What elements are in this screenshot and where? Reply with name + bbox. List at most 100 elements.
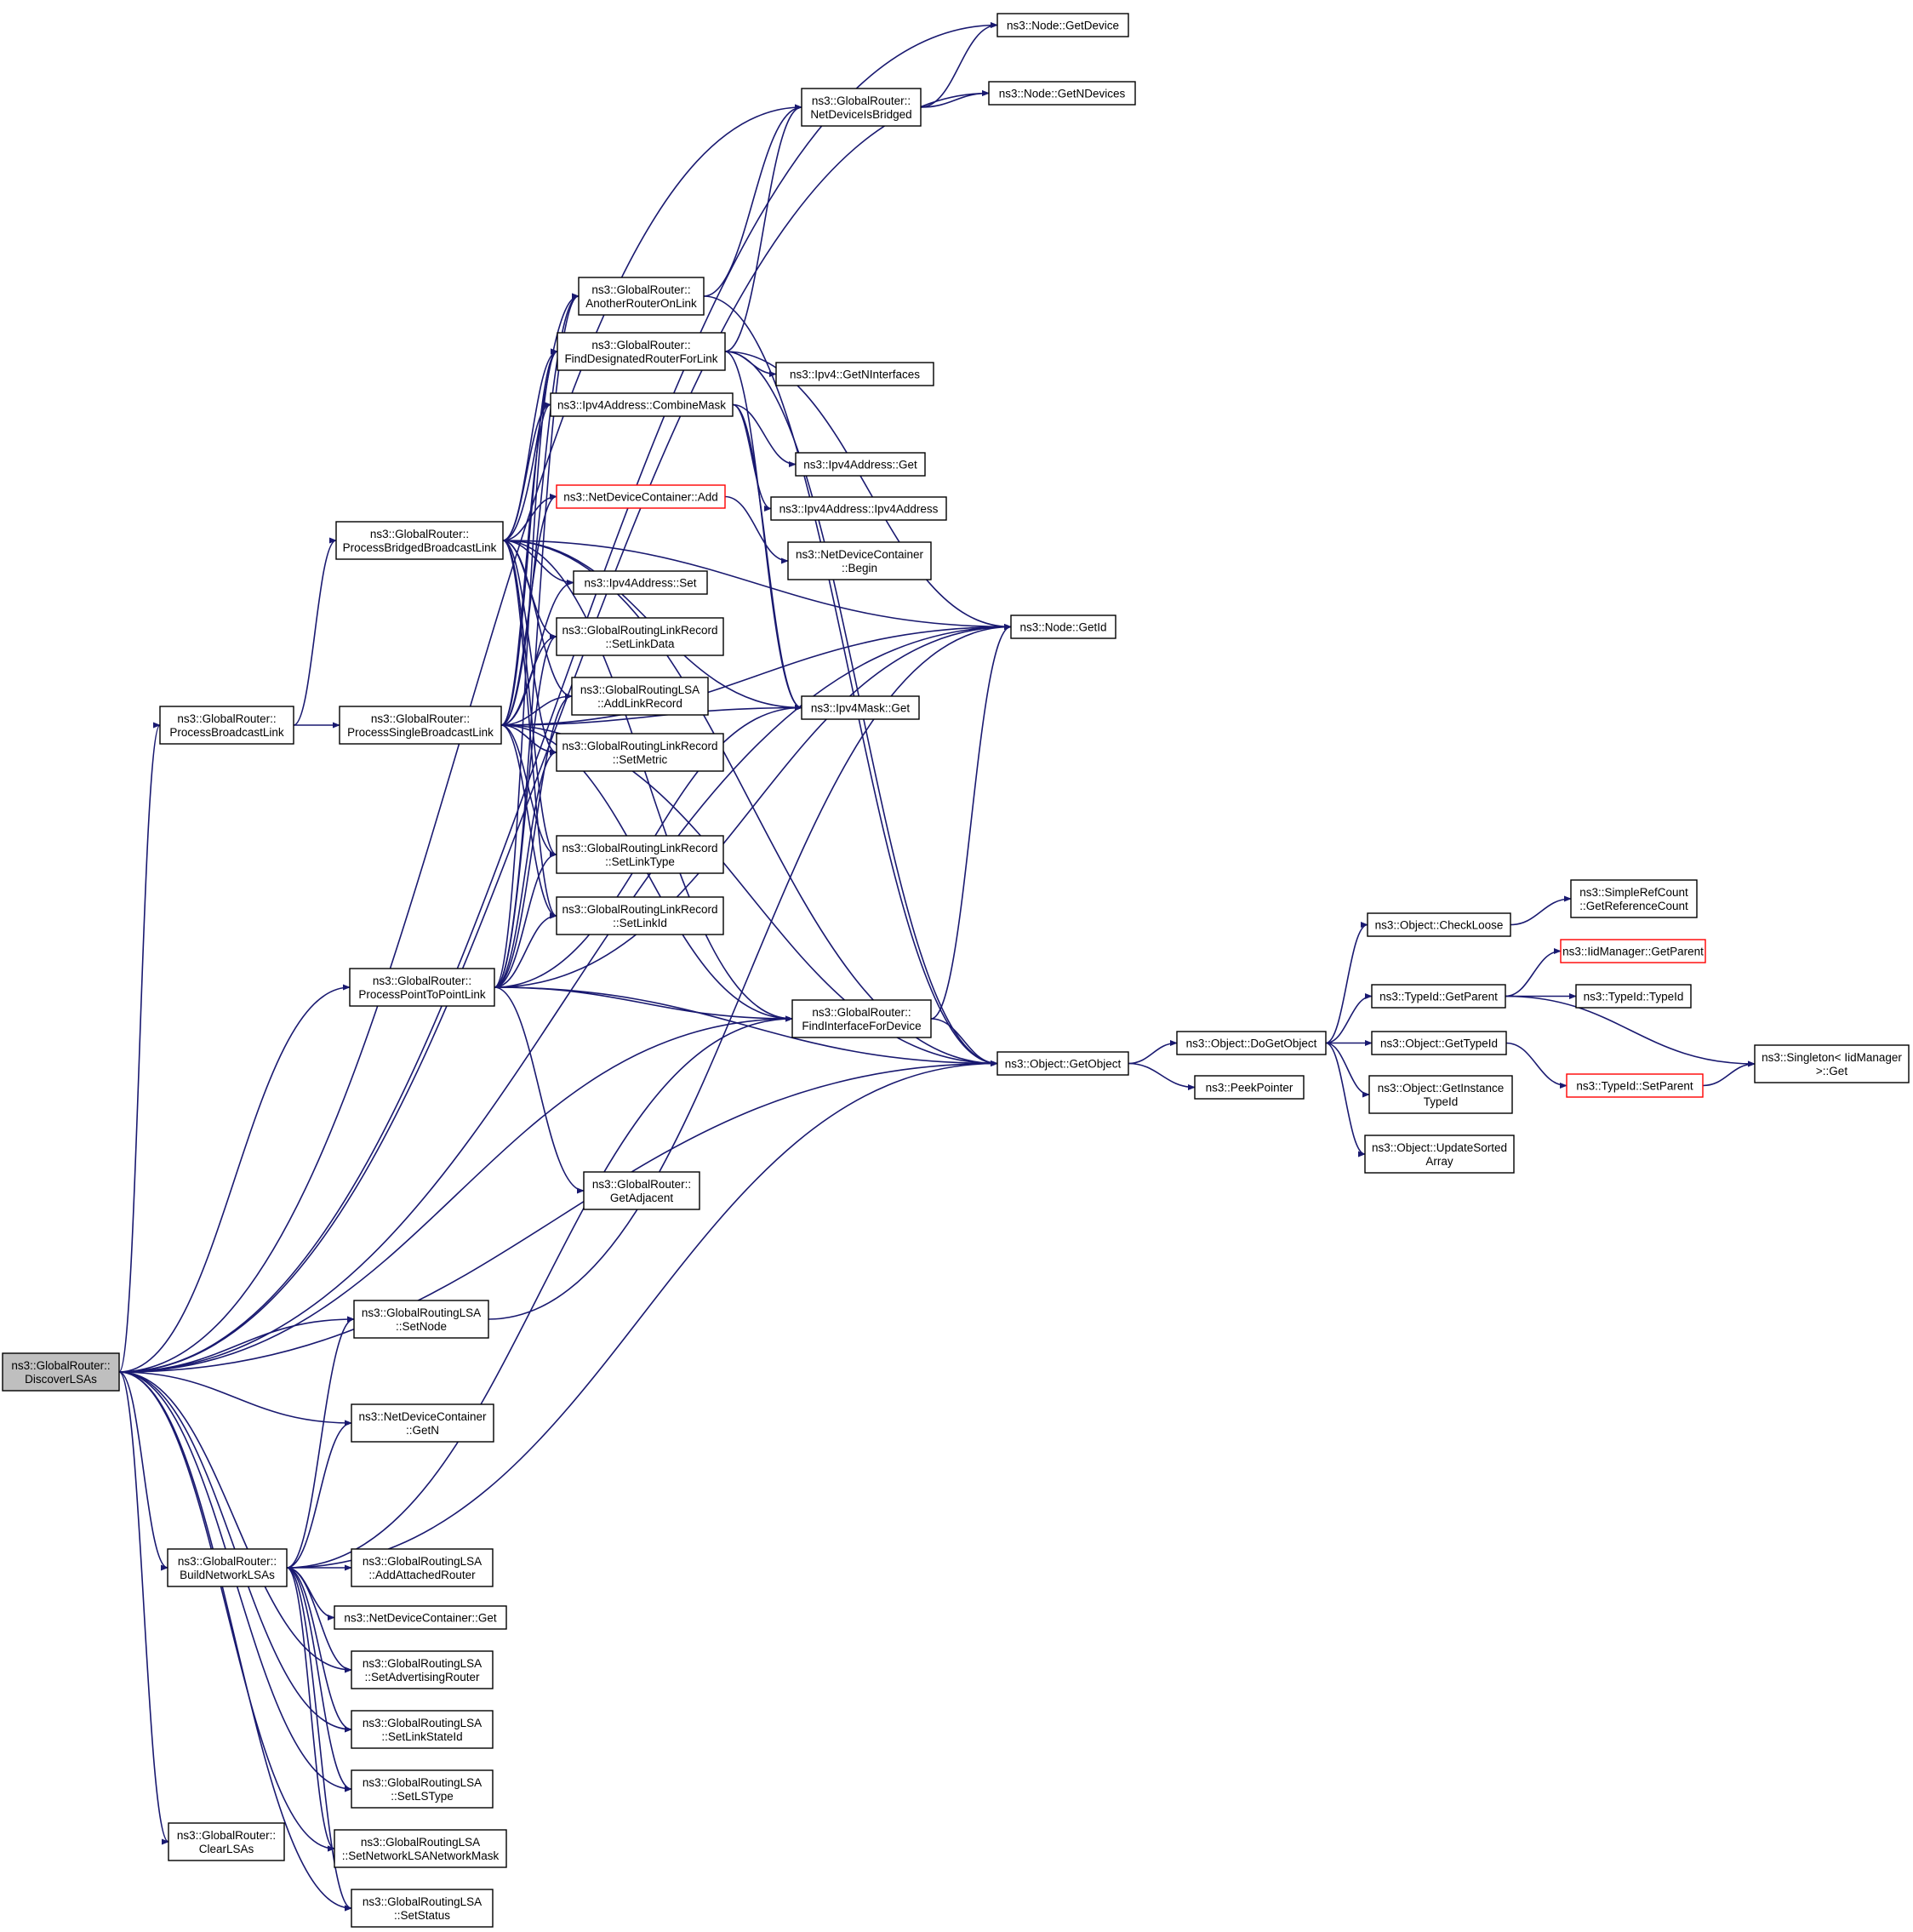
node-label: ::SetNetworkLSANetworkMask bbox=[342, 1849, 500, 1862]
node-getDevice[interactable]: ns3::Node::GetDevice bbox=[996, 13, 1129, 37]
node-label: ProcessSingleBroadcastLink bbox=[347, 726, 494, 739]
node-ipv4MaskGet[interactable]: ns3::Ipv4Mask::Get bbox=[801, 695, 920, 720]
node-label: ns3::Ipv4::GetNInterfaces bbox=[790, 369, 920, 381]
node-getRefCount[interactable]: ns3::SimpleRefCount::GetReferenceCount bbox=[1570, 879, 1698, 918]
node-ipv4AddrCtor[interactable]: ns3::Ipv4Address::Ipv4Address bbox=[770, 496, 947, 521]
node-findDR[interactable]: ns3::GlobalRouter::FindDesignatedRouterF… bbox=[557, 332, 726, 371]
node-box bbox=[1368, 1075, 1513, 1114]
edge-processSingle-to-setLinkId bbox=[500, 724, 557, 919]
node-label: NetDeviceIsBridged bbox=[810, 108, 911, 121]
node-label: ::SetLinkId bbox=[613, 917, 667, 929]
node-addLinkRecord[interactable]: ns3::GlobalRoutingLSA::AddLinkRecord bbox=[571, 677, 709, 716]
node-clearLSAs[interactable]: ns3::GlobalRouter::ClearLSAs bbox=[168, 1822, 285, 1861]
node-peekPointer[interactable]: ns3::PeekPointer bbox=[1194, 1075, 1305, 1100]
node-processSingle[interactable]: ns3::GlobalRouter::ProcessSingleBroadcas… bbox=[339, 706, 502, 745]
node-setStatus[interactable]: ns3::GlobalRoutingLSA::SetStatus bbox=[351, 1889, 494, 1928]
node-box bbox=[556, 617, 724, 656]
node-ndcBegin[interactable]: ns3::NetDeviceContainer::Begin bbox=[787, 541, 932, 580]
node-label: ns3::GlobalRouter:: bbox=[177, 1829, 276, 1842]
node-label: ns3::NetDeviceContainer::Add bbox=[563, 491, 718, 504]
node-ndcGet[interactable]: ns3::NetDeviceContainer::Get bbox=[334, 1605, 507, 1630]
node-setLSType[interactable]: ns3::GlobalRoutingLSA::SetLSType bbox=[351, 1769, 494, 1809]
node-label: ::AddLinkRecord bbox=[597, 697, 682, 710]
node-anotherRouter[interactable]: ns3::GlobalRouter::AnotherRouterOnLink bbox=[578, 277, 705, 316]
node-setLinkType[interactable]: ns3::GlobalRoutingLinkRecord::SetLinkTyp… bbox=[556, 835, 724, 874]
node-box bbox=[1176, 1031, 1327, 1055]
node-netDeviceIsBridged[interactable]: ns3::GlobalRouter::NetDeviceIsBridged bbox=[801, 88, 922, 127]
node-getTypeId[interactable]: ns3::Object::GetTypeId bbox=[1371, 1031, 1507, 1055]
node-box bbox=[335, 521, 504, 560]
edge-doGetObject-to-typeIdGetParent bbox=[1325, 992, 1373, 1044]
node-box bbox=[988, 81, 1136, 106]
edge-discover-to-processBroadcast bbox=[118, 722, 161, 1373]
edge-discover-to-buildNetwork bbox=[118, 1371, 168, 1571]
node-box bbox=[351, 1650, 494, 1689]
node-box bbox=[168, 1822, 285, 1861]
node-box bbox=[1570, 879, 1698, 918]
node-getAdjacent[interactable]: ns3::GlobalRouter::GetAdjacent bbox=[583, 1171, 700, 1210]
edge-buildNetwork-to-setLSType bbox=[286, 1567, 352, 1792]
node-setParent[interactable]: ns3::TypeId::SetParent bbox=[1566, 1073, 1704, 1098]
node-getNDevices[interactable]: ns3::Node::GetNDevices bbox=[988, 81, 1136, 106]
node-label: ns3::Object::UpdateSorted bbox=[1372, 1141, 1507, 1154]
node-label: ::SetAdvertisingRouter bbox=[364, 1671, 480, 1683]
node-iidGetParent[interactable]: ns3::IidManager::GetParent bbox=[1560, 939, 1706, 963]
node-ipv4AddrGet[interactable]: ns3::Ipv4Address::Get bbox=[795, 452, 926, 477]
edge-netDeviceIsBridged-to-getNDevices bbox=[920, 89, 990, 108]
edge-processP2P-to-setLinkId bbox=[494, 912, 557, 988]
node-setLinkId[interactable]: ns3::GlobalRoutingLinkRecord::SetLinkId bbox=[556, 896, 724, 935]
node-typeIdGetParent[interactable]: ns3::TypeId::GetParent bbox=[1371, 984, 1506, 1009]
node-setNode[interactable]: ns3::GlobalRoutingLSA::SetNode bbox=[353, 1300, 489, 1339]
node-nodeGetId[interactable]: ns3::Node::GetId bbox=[1010, 614, 1116, 639]
node-ipv4GetNInterfaces[interactable]: ns3::Ipv4::GetNInterfaces bbox=[775, 362, 934, 386]
node-processBridged[interactable]: ns3::GlobalRouter::ProcessBridgedBroadca… bbox=[335, 521, 504, 560]
node-label: BuildNetworkLSAs bbox=[180, 1569, 275, 1581]
node-ndcGetN[interactable]: ns3::NetDeviceContainer::GetN bbox=[351, 1403, 494, 1443]
node-setNetMask[interactable]: ns3::GlobalRoutingLSA::SetNetworkLSANetw… bbox=[334, 1829, 507, 1868]
node-label: Array bbox=[1425, 1155, 1453, 1168]
node-checkLoose[interactable]: ns3::Object::CheckLoose bbox=[1367, 912, 1511, 937]
node-setMetric[interactable]: ns3::GlobalRoutingLinkRecord::SetMetric bbox=[556, 733, 724, 772]
node-box bbox=[334, 1829, 507, 1868]
edge-combineMask-to-ipv4MaskGet bbox=[732, 403, 802, 712]
node-setLinkData[interactable]: ns3::GlobalRoutingLinkRecord::SetLinkDat… bbox=[556, 617, 724, 656]
node-processP2P[interactable]: ns3::GlobalRouter::ProcessPointToPointLi… bbox=[349, 968, 495, 1007]
node-ndcAdd[interactable]: ns3::NetDeviceContainer::Add bbox=[556, 484, 726, 509]
node-label: ns3::NetDeviceContainer bbox=[358, 1410, 487, 1423]
node-label: ns3::Object::GetInstance bbox=[1378, 1082, 1505, 1095]
edge-discover-to-clearLSAs bbox=[118, 1371, 169, 1845]
node-box bbox=[556, 835, 724, 874]
node-singletonGet[interactable]: ns3::Singleton< IidManager>::Get bbox=[1754, 1044, 1910, 1083]
node-ipv4AddrSet[interactable]: ns3::Ipv4Address::Set bbox=[573, 570, 708, 595]
edge-processBridged-to-setMetric bbox=[502, 540, 557, 756]
node-combineMask[interactable]: ns3::Ipv4Address::CombineMask bbox=[550, 392, 734, 417]
node-box bbox=[791, 999, 932, 1038]
node-box bbox=[571, 677, 709, 716]
node-label: ns3::GlobalRoutingLinkRecord bbox=[562, 903, 717, 916]
edge-discover-to-setAdvRouter bbox=[118, 1371, 352, 1673]
node-findIface[interactable]: ns3::GlobalRouter::FindInterfaceForDevic… bbox=[791, 999, 932, 1038]
node-setLinkStateId[interactable]: ns3::GlobalRoutingLSA::SetLinkStateId bbox=[351, 1710, 494, 1749]
node-box bbox=[351, 1889, 494, 1928]
node-label: ::GetReferenceCount bbox=[1579, 900, 1688, 912]
node-setAdvRouter[interactable]: ns3::GlobalRoutingLSA::SetAdvertisingRou… bbox=[351, 1650, 494, 1689]
node-addAttached[interactable]: ns3::GlobalRoutingLSA::AddAttachedRouter bbox=[351, 1548, 494, 1587]
node-label: ns3::IidManager::GetParent bbox=[1562, 946, 1704, 958]
node-buildNetwork[interactable]: ns3::GlobalRouter::BuildNetworkLSAs bbox=[167, 1548, 288, 1587]
function-nodes: ns3::GlobalRouter::DiscoverLSAs ns3::Node… bbox=[2, 13, 1910, 1928]
node-label: ns3::Node::GetDevice bbox=[1007, 20, 1119, 32]
node-typeIdTypeId[interactable]: ns3::TypeId::TypeId bbox=[1575, 984, 1692, 1009]
node-doGetObject[interactable]: ns3::Object::DoGetObject bbox=[1176, 1031, 1327, 1055]
edge-discover-to-setNetMask bbox=[118, 1371, 335, 1852]
node-box bbox=[1575, 984, 1692, 1009]
node-getObject[interactable]: ns3::Object::GetObject bbox=[996, 1051, 1129, 1076]
edge-discover-to-setStatus bbox=[118, 1371, 352, 1912]
node-label: FindInterfaceForDevice bbox=[802, 1020, 921, 1032]
node-label: ::SetLSType bbox=[391, 1790, 454, 1803]
edge-processSingle-to-setLinkData bbox=[500, 633, 557, 726]
node-processBroadcast[interactable]: ns3::GlobalRouter::ProcessBroadcastLink bbox=[159, 706, 294, 745]
node-discover[interactable]: ns3::GlobalRouter::DiscoverLSAs bbox=[2, 1352, 120, 1392]
edge-typeIdGetParent-to-singletonGet bbox=[1505, 995, 1756, 1067]
